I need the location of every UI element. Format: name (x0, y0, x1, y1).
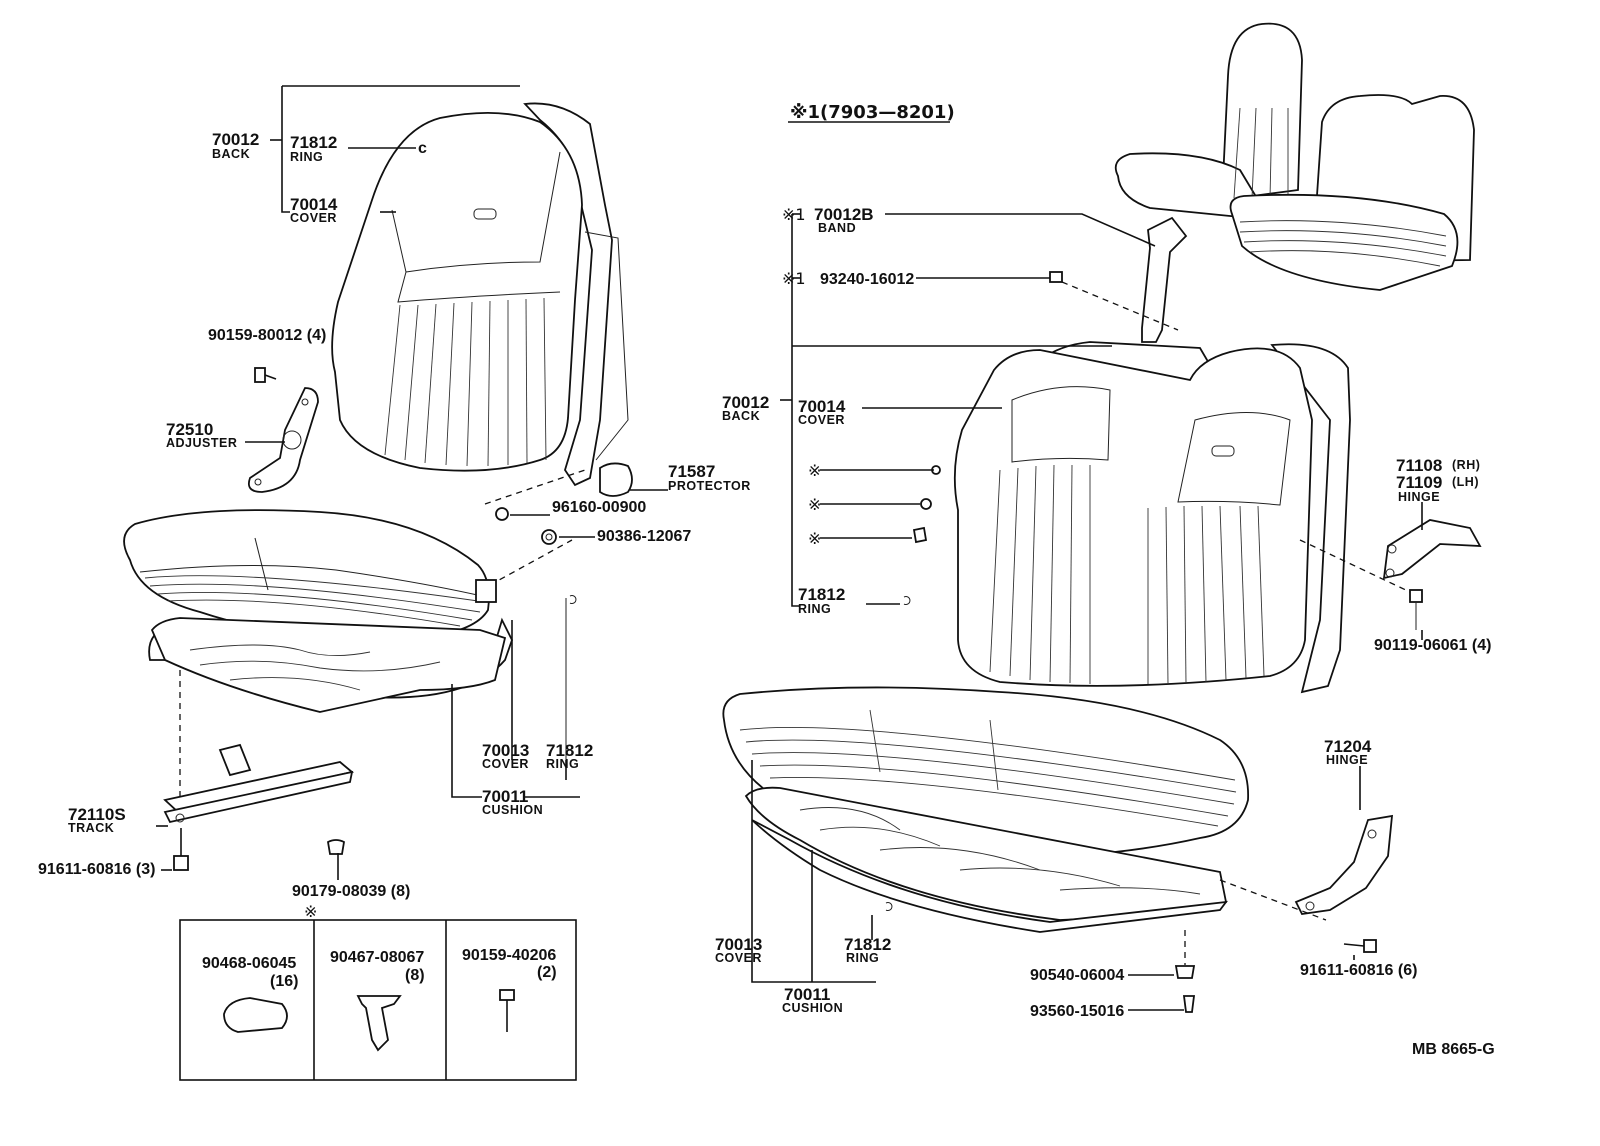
label-70012-right-number: 70012 (722, 393, 769, 412)
spacer-icon (1174, 965, 1196, 979)
band-bolt-icon (1049, 271, 1063, 283)
label-70012b-number: 70012B (814, 205, 874, 224)
logo-badge-icon (1211, 445, 1235, 457)
box-item-1-number: 90468-06045 (202, 955, 296, 972)
label-71812-right-name: RING (798, 602, 831, 616)
bench-cushion (722, 686, 1249, 933)
label-71812-name: RING (290, 150, 323, 164)
hinge-upper-part (1382, 519, 1482, 580)
label-70014-number: 70014 (290, 195, 338, 214)
mark-fastener-3: ※ (808, 529, 821, 548)
hinge-lower-bolt-icon (1343, 939, 1377, 953)
band-part (1141, 216, 1188, 343)
variant-note: ※1(7903—8201) (790, 102, 955, 123)
label-70013-right-name: COVER (715, 951, 762, 965)
label-70013-name: COVER (482, 757, 529, 771)
seat-cushion-left (123, 509, 513, 713)
fastener-3-icon (912, 526, 928, 544)
label-71109-suffix: (LH) (1452, 475, 1479, 489)
box-item-3-qty: (2) (537, 964, 557, 981)
label-71108-number: 71108 (1396, 456, 1442, 475)
box-item-1-qty: (16) (270, 973, 298, 990)
label-70014-right-name: COVER (798, 413, 845, 427)
label-70011-right-number: 70011 (784, 985, 830, 1004)
clip-pin-icon (356, 995, 402, 1052)
mark-band-bolt: ※1 (782, 269, 806, 288)
label-71109-number: 71109 (1396, 473, 1442, 492)
label-71109-name: HINGE (1398, 490, 1440, 504)
box-item-2-number: 90467-08067 (330, 949, 424, 966)
label-90159-80012: 90159-80012 (4) (208, 327, 326, 344)
label-90540-06004: 90540-06004 (1030, 967, 1124, 984)
label-96160-00900: 96160-00900 (552, 499, 646, 516)
screw-icon (499, 989, 515, 1032)
label-91611-60816-right: 91611-60816 (6) (1300, 962, 1417, 979)
logo-badge-icon (473, 208, 497, 220)
clip-flat-icon (223, 997, 288, 1033)
adjuster-bolt-icon (254, 367, 277, 383)
label-70012b-name: BAND (818, 221, 856, 235)
label-71108-suffix: (RH) (1452, 458, 1480, 472)
label-90179-08039: 90179-08039 (8) (292, 883, 410, 900)
label-71204-name: HINGE (1326, 753, 1368, 767)
label-71812-right-cushion-name: RING (846, 951, 879, 965)
label-71812-cushion-name: RING (546, 757, 579, 771)
hinge-bolt-icon (1409, 589, 1423, 630)
protector-part (599, 462, 633, 497)
box-mark: ※ (304, 902, 317, 921)
label-70012-number: 70012 (212, 130, 259, 149)
label-71587-number: 71587 (668, 462, 715, 481)
track-bolt-icon (173, 828, 189, 871)
label-72110s-number: 72110S (68, 805, 126, 824)
label-70011-right-name: CUSHION (782, 1001, 843, 1015)
label-71587-name: PROTECTOR (668, 479, 751, 493)
mark-fastener-1: ※ (808, 461, 821, 480)
label-72510-number: 72510 (166, 420, 213, 439)
label-70013-number: 70013 (482, 741, 529, 760)
mark-band: ※1 (782, 205, 806, 224)
label-70012-name: BACK (212, 147, 250, 161)
adjuster-part (247, 387, 319, 493)
screw-icon (1182, 995, 1196, 1013)
washer-icon (495, 507, 509, 521)
drawing-code: MB 8665-G (1412, 1041, 1495, 1058)
label-70014-name: COVER (290, 211, 337, 225)
label-70013-right-number: 70013 (715, 935, 762, 954)
label-93560-15016: 93560-15016 (1030, 1003, 1124, 1020)
ring-c-icon: c (418, 140, 427, 157)
label-70014-right-number: 70014 (798, 397, 846, 416)
label-70011-name: CUSHION (482, 803, 543, 817)
clip-icon (327, 839, 345, 855)
label-93240-16012: 93240-16012 (820, 271, 914, 288)
inset-seat-view (1114, 22, 1475, 291)
box-item-3-number: 90159-40206 (462, 947, 556, 964)
label-90119-06061: 90119-06061 (4) (1374, 637, 1491, 654)
box-item-2-qty: (8) (405, 967, 425, 984)
label-72510-name: ADJUSTER (166, 436, 237, 450)
label-90386-12067: 90386-12067 (597, 528, 691, 545)
leader-lines (156, 85, 1423, 1011)
ring-icon (903, 596, 911, 605)
label-70011-number: 70011 (482, 787, 528, 806)
hinge-lower-part (1294, 814, 1394, 915)
label-91611-60816: 91611-60816 (3) (38, 861, 155, 878)
label-71812-cushion-number: 71812 (546, 741, 593, 760)
ring-icon (885, 902, 893, 911)
mark-fastener-2: ※ (808, 495, 821, 514)
seat-back-left (331, 111, 583, 472)
track-part (163, 743, 354, 824)
label-71812-right-cushion-number: 71812 (844, 935, 891, 954)
label-71204-number: 71204 (1324, 737, 1372, 756)
label-70012-right-name: BACK (722, 409, 760, 423)
ring-icon (569, 595, 577, 604)
fastener-2-icon (920, 498, 932, 510)
bolt-icon (541, 529, 557, 545)
fastener-box (179, 919, 577, 1081)
bench-back (953, 341, 1351, 694)
label-71812-number: 71812 (290, 133, 337, 152)
label-71812-right-number: 71812 (798, 585, 845, 604)
label-72110s-name: TRACK (68, 821, 114, 835)
